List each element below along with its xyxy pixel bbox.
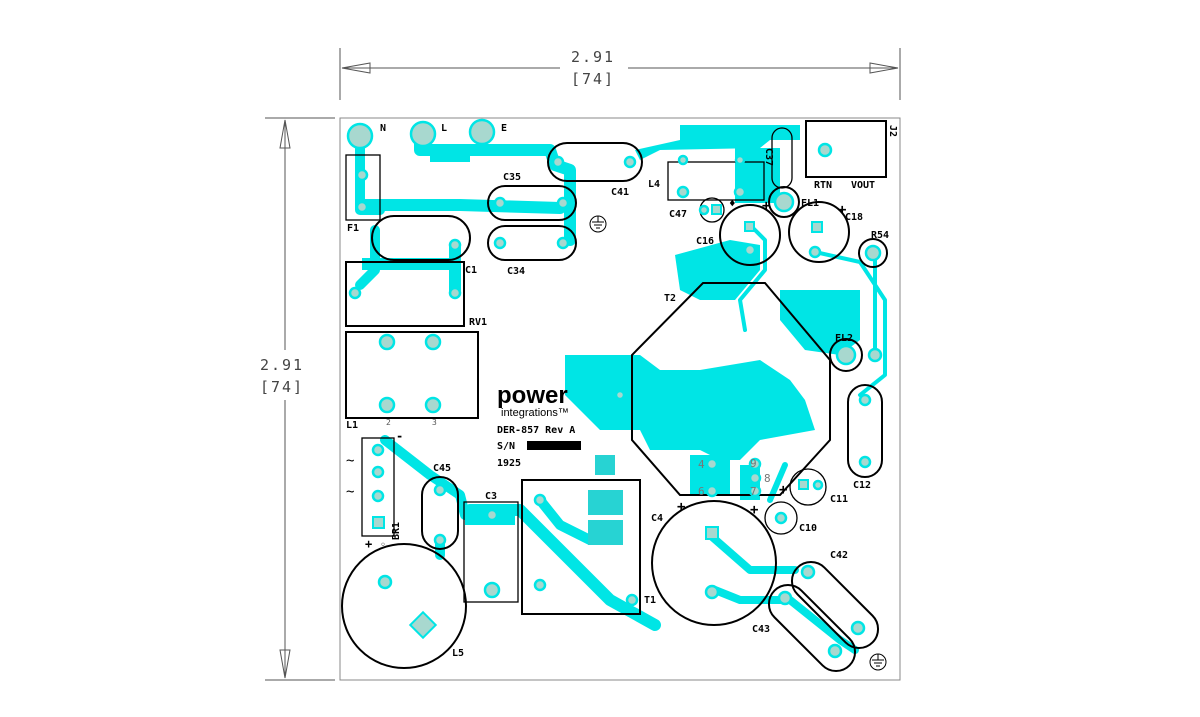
- refdes-C3: C3: [485, 491, 497, 502]
- ground-symbol-bottom: [869, 653, 887, 671]
- refdes-RV1: RV1: [469, 317, 487, 328]
- copper-layer: [355, 125, 887, 654]
- height-mm-label: [74]: [260, 378, 304, 396]
- svg-text:~: ~: [346, 453, 354, 469]
- reference-designators: N L E F1 C35 C34 C41 C1 L4 C47 C37 J2 RT…: [346, 123, 898, 659]
- refdes-N: N: [380, 123, 386, 134]
- refdes-BR1: BR1: [391, 522, 402, 540]
- refdes-C37: C37: [763, 148, 774, 166]
- refdes-J2: J2: [887, 125, 898, 137]
- refdes-C34: C34: [507, 266, 525, 277]
- refdes-C16: C16: [696, 236, 714, 247]
- power-integrations-logo: power integrations™: [497, 382, 569, 419]
- date-code: 1925: [497, 458, 521, 469]
- svg-text:+: +: [750, 502, 758, 518]
- refdes-T1: T1: [644, 595, 656, 606]
- refdes-RTN: RTN: [814, 180, 832, 191]
- pin-numbers: 4 9 8 6 7 2 3: [386, 418, 771, 498]
- refdes-C10: C10: [799, 523, 817, 534]
- refdes-L4: L4: [648, 179, 660, 190]
- svg-text:+: +: [779, 482, 787, 498]
- pads-layer: [346, 118, 883, 659]
- refdes-C4: C4: [651, 513, 663, 524]
- l1-pin-2: 2: [386, 418, 391, 427]
- refdes-C43: C43: [752, 624, 770, 635]
- svg-text:+: +: [365, 537, 372, 551]
- svg-text:◦: ◦: [380, 540, 386, 551]
- refdes-C12: C12: [853, 480, 871, 491]
- logo-line1: power: [497, 382, 568, 409]
- width-mm-label: [74]: [571, 70, 615, 88]
- logo-line2: integrations™: [501, 407, 569, 419]
- refdes-C41: C41: [611, 187, 629, 198]
- refdes-FL2: FL2: [835, 333, 853, 344]
- svg-text:~: ~: [346, 484, 354, 500]
- ground-symbol-top: [589, 215, 607, 233]
- refdes-T2: T2: [664, 293, 676, 304]
- refdes-C35: C35: [503, 172, 521, 183]
- refdes-FL1: FL1: [801, 198, 819, 209]
- polarity-markers: + + ♦ + + + + ◦ - ~ ~: [346, 197, 846, 551]
- width-label: 2.91: [571, 48, 615, 66]
- width-dimension: 2.91 [74]: [339, 48, 901, 100]
- height-dimension: 2.91 [74]: [260, 117, 335, 681]
- svg-text:+: +: [762, 198, 770, 214]
- silkscreen-layer: [341, 120, 888, 673]
- serial-label: S/N: [497, 441, 515, 452]
- svg-text:+: +: [677, 499, 685, 515]
- refdes-L: L: [441, 123, 447, 134]
- refdes-C47: C47: [669, 209, 687, 220]
- refdes-VOUT: VOUT: [851, 180, 875, 191]
- refdes-C42: C42: [830, 550, 848, 561]
- pin-6: 6: [698, 485, 705, 498]
- refdes-C45: C45: [433, 463, 451, 474]
- svg-text:♦: ♦: [729, 197, 736, 210]
- refdes-L1: L1: [346, 420, 358, 431]
- height-label: 2.91: [260, 356, 304, 374]
- refdes-L5: L5: [452, 648, 464, 659]
- refdes-C11: C11: [830, 494, 848, 505]
- l1-pin-3: 3: [432, 418, 437, 427]
- board-name: DER-857 Rev A: [497, 425, 575, 436]
- refdes-F1: F1: [347, 223, 359, 234]
- refdes-R54: R54: [871, 230, 889, 241]
- pin-9: 9: [750, 457, 757, 470]
- svg-text:+: +: [838, 202, 846, 218]
- refdes-E: E: [501, 123, 507, 134]
- pin-7: 7: [750, 485, 757, 498]
- svg-text:-: -: [396, 429, 403, 443]
- serial-number-box: [527, 441, 581, 450]
- refdes-C1: C1: [465, 265, 477, 276]
- pin-4: 4: [698, 458, 705, 471]
- pin-8: 8: [764, 472, 771, 485]
- refdes-C18: C18: [845, 212, 863, 223]
